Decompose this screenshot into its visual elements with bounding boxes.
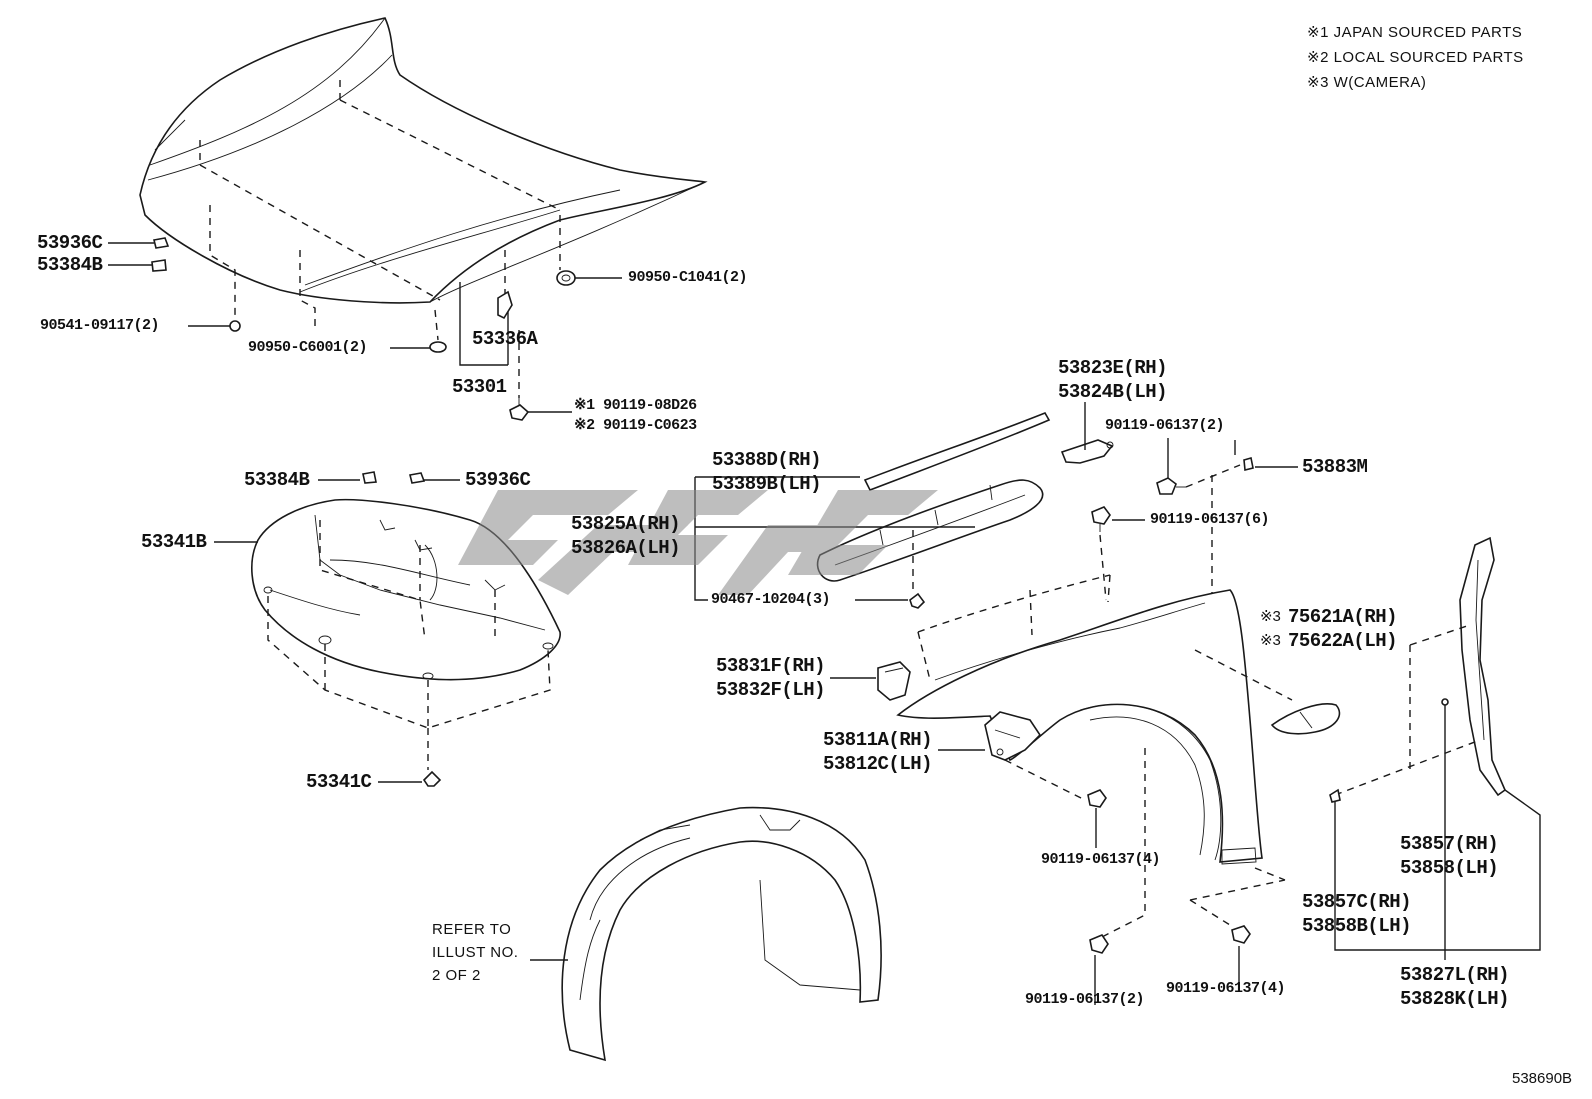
fender-liner	[561, 806, 882, 1062]
label-53388D[interactable]: 53388D(RH)	[712, 449, 822, 471]
label-53827L[interactable]: 53827L(RH)	[1400, 964, 1510, 986]
bracket-53831F	[877, 661, 911, 701]
label-90119-08D26[interactable]: ※1 90119-08D26	[574, 397, 697, 414]
refer-line-1: REFER TO	[432, 921, 512, 938]
bolt-90119-06137-a	[1156, 477, 1186, 495]
label-53341B[interactable]: 53341B	[141, 531, 207, 553]
label-53824B[interactable]: 53824B(LH)	[1058, 381, 1168, 403]
hinge-53336A	[497, 290, 513, 320]
label-53857[interactable]: 53857(RH)	[1400, 833, 1499, 855]
cushion-90541	[229, 320, 241, 332]
label-53389B[interactable]: 53389B(LH)	[712, 473, 822, 495]
label-53811A[interactable]: 53811A(RH)	[823, 729, 933, 751]
label-90950-C6001[interactable]: 90950-C6001(2)	[248, 339, 368, 356]
clip-53936C-mid	[409, 472, 426, 484]
clip-53384B-mid	[362, 471, 377, 484]
clip-53384B-top	[151, 259, 167, 272]
label-90119-06137-2-bot[interactable]: 90119-06137(2)	[1025, 991, 1145, 1008]
cushion-90950-C6001	[429, 341, 447, 353]
bracket-53823E	[1060, 439, 1114, 464]
label-90119-06137-2-top[interactable]: 90119-06137(2)	[1105, 417, 1225, 434]
note-japan-sourced: ※1 JAPAN SOURCED PARTS	[1307, 24, 1523, 41]
label-53384B-top[interactable]: 53384B	[37, 254, 103, 276]
label-53336A[interactable]: 53336A	[472, 328, 538, 350]
label-53341C[interactable]: 53341C	[306, 771, 372, 793]
clip-53341C	[422, 770, 442, 787]
label-53883M[interactable]: 53883M	[1302, 456, 1368, 478]
label-53826A[interactable]: 53826A(LH)	[571, 537, 681, 559]
label-75622A[interactable]: 75622A(LH)	[1288, 630, 1398, 652]
cushion-90950-C1041	[556, 270, 576, 286]
label-90541-09117[interactable]: 90541-09117(2)	[40, 317, 160, 334]
bolt-90119-06137-b	[1091, 506, 1111, 532]
label-53936C-top[interactable]: 53936C	[37, 232, 103, 254]
bolt-90119-06137-d	[1089, 934, 1109, 954]
label-53858B[interactable]: 53858B(LH)	[1302, 915, 1412, 937]
bolt-90119-06137-c	[1087, 789, 1107, 808]
seal-53857	[1459, 536, 1506, 797]
bolt-90119-06137-e	[1231, 925, 1251, 944]
label-90467-10204[interactable]: 90467-10204(3)	[711, 591, 831, 608]
clip-90467	[909, 592, 926, 609]
label-90119-06137-4-a[interactable]: 90119-06137(4)	[1041, 851, 1161, 868]
clip-53883M	[1243, 456, 1254, 472]
label-53823E[interactable]: 53823E(RH)	[1058, 357, 1168, 379]
illustration-number: 538690B	[1512, 1070, 1573, 1087]
label-90119-06137-6[interactable]: 90119-06137(6)	[1150, 511, 1270, 528]
label-75621A[interactable]: 75621A(RH)	[1288, 606, 1398, 628]
label-53832F[interactable]: 53832F(LH)	[716, 679, 826, 701]
label-90950-C1041[interactable]: 90950-C1041(2)	[628, 269, 748, 286]
label-75621A-mark: ※3	[1260, 609, 1281, 626]
label-75622A-mark: ※3	[1260, 633, 1281, 650]
bracket-53811A	[984, 711, 1042, 761]
watermark-logo	[458, 490, 938, 595]
label-53301[interactable]: 53301	[452, 376, 507, 398]
label-53384B-mid[interactable]: 53384B	[244, 469, 310, 491]
note-local-sourced: ※2 LOCAL SOURCED PARTS	[1307, 49, 1524, 66]
label-53831F[interactable]: 53831F(RH)	[716, 655, 826, 677]
label-53828K[interactable]: 53828K(LH)	[1400, 988, 1510, 1010]
label-53812C[interactable]: 53812C(LH)	[823, 753, 933, 775]
refer-line-3: 2 OF 2	[432, 967, 481, 984]
label-53825A[interactable]: 53825A(RH)	[571, 513, 681, 535]
hood-panel	[139, 17, 708, 341]
hood-leader	[459, 282, 508, 366]
bolt-90119-08D26	[509, 398, 530, 421]
label-53936C-mid[interactable]: 53936C	[465, 469, 531, 491]
label-90119-06137-4-b[interactable]: 90119-06137(4)	[1166, 980, 1286, 997]
seal-53388D	[863, 411, 1051, 492]
label-53858[interactable]: 53858(LH)	[1400, 857, 1499, 879]
clip-53936C-top	[153, 237, 170, 249]
note-camera: ※3 W(CAMERA)	[1307, 74, 1427, 91]
refer-line-2: ILLUST NO.	[432, 944, 519, 961]
camera-cover-75621A	[1270, 703, 1341, 735]
label-53857C[interactable]: 53857C(RH)	[1302, 891, 1412, 913]
label-90119-C0623[interactable]: ※2 90119-C0623	[574, 417, 697, 434]
